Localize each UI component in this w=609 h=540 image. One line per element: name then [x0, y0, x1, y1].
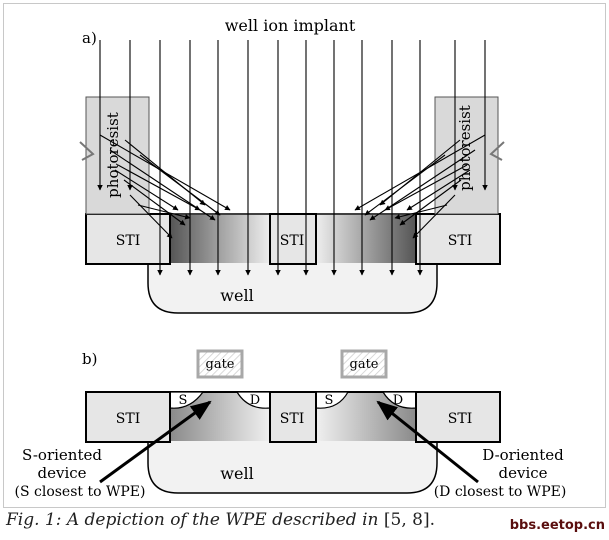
scattered-ray: [123, 179, 186, 226]
scattered-ray: [406, 169, 471, 211]
photoresist-left: [85, 96, 150, 215]
sti-center-b-label: STI: [280, 411, 304, 427]
well-label-b: well: [220, 464, 253, 483]
sti-center-a-label: STI: [280, 233, 304, 249]
s-oriented-note-line1: S-oriented: [22, 446, 102, 464]
photoresist-left-label: photoresist: [104, 112, 122, 198]
watermark: bbs.eetop.cn: [509, 518, 605, 533]
panel-b-label: b): [82, 350, 97, 368]
panel-a: a) well ion implant well STI STI STI pho…: [79, 16, 505, 314]
sti-left-b: [85, 391, 171, 443]
d-oriented-note-line3: (D closest to WPE): [434, 484, 567, 500]
source-label-right: S: [325, 393, 334, 408]
gate-right-label: gate: [350, 357, 379, 372]
scattered-ray: [384, 164, 468, 211]
scattered-ray: [394, 204, 448, 220]
implant-rays: [97, 40, 488, 276]
gate-left-label: gate: [206, 357, 235, 372]
caption-text: Fig. 1: A depiction of the WPE described…: [6, 510, 384, 530]
panel-a-label: a): [82, 29, 97, 47]
s-oriented-note-line2: device: [37, 464, 86, 482]
pointer-arrow-right: [376, 400, 479, 484]
well-region-b: [147, 439, 438, 494]
scattered-ray: [364, 154, 446, 216]
s-oriented-note-line3: (S closest to WPE): [15, 484, 146, 500]
resist-break-left: [79, 141, 95, 161]
drain-label-left: D: [250, 393, 260, 408]
source-label-left: S: [179, 393, 188, 408]
drain-label-right: D: [393, 393, 403, 408]
sti-center-b: [269, 391, 317, 443]
sti-left-a-label: STI: [116, 233, 140, 249]
sti-right-b-label: STI: [448, 411, 472, 427]
gate-right: [340, 349, 388, 379]
d-oriented-note-line2: device: [498, 464, 547, 482]
scattered-ray: [139, 154, 221, 216]
figure-caption: Fig. 1: A depiction of the WPE described…: [6, 510, 435, 530]
caption-reference[interactable]: [5, 8]: [383, 510, 430, 530]
scattered-ray: [412, 194, 456, 239]
gate-left: [196, 349, 244, 379]
pointer-arrow-left: [99, 400, 212, 484]
well-region-a: [147, 261, 438, 314]
implant-title: well ion implant: [225, 16, 356, 35]
resist-break-right: [489, 141, 505, 161]
well-label-a: well: [220, 286, 253, 305]
sti-left-b-label: STI: [116, 411, 140, 427]
scattered-ray: [399, 179, 462, 226]
scattered-ray: [129, 194, 173, 239]
wpe-region-left: [170, 215, 270, 263]
caption-end: .: [429, 510, 435, 530]
panel-b: b) well S D S D STI STI STI gate gate: [15, 349, 567, 500]
scattered-ray: [137, 204, 191, 220]
scattered-ray: [117, 164, 201, 211]
sti-right-b: [415, 391, 501, 443]
wpe-region-right: [316, 215, 416, 263]
sti-right-a-label: STI: [448, 233, 472, 249]
scattered-ray: [114, 169, 179, 211]
d-oriented-note-line1: D-oriented: [482, 446, 564, 464]
photoresist-right-label: photoresist: [456, 105, 474, 191]
